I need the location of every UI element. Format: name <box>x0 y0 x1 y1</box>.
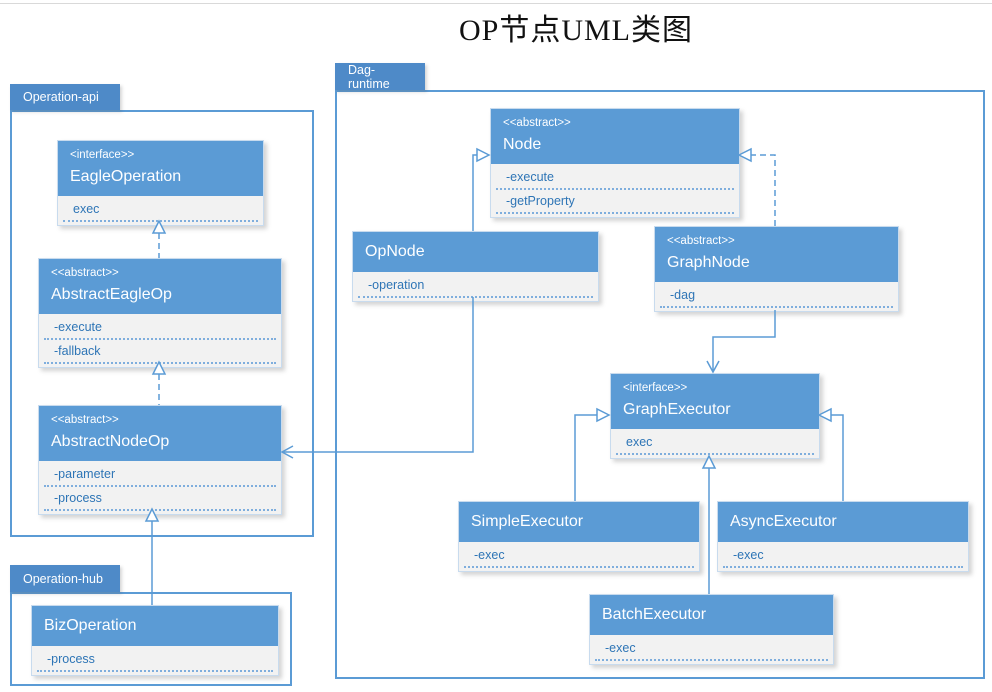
class-abstract-eagle-op[interactable]: <<abstract>> AbstractEagleOp -execute -f… <box>38 258 282 368</box>
class-header: SimpleExecutor <box>459 502 699 542</box>
class-graph-node[interactable]: <<abstract>> GraphNode -dag <box>654 226 899 312</box>
class-name: AsyncExecutor <box>730 513 837 530</box>
class-stereotype: <interface>> <box>623 382 688 394</box>
class-node[interactable]: <<abstract>> Node -execute -getProperty <box>490 108 740 218</box>
top-divider <box>0 3 992 4</box>
class-eagle-operation[interactable]: <interface>> EagleOperation exec <box>57 140 264 226</box>
attribute: -exec <box>464 544 694 568</box>
class-batch-executor[interactable]: BatchExecutor -exec <box>589 594 834 665</box>
class-header: <<abstract>> Node <box>491 109 739 164</box>
class-name: SimpleExecutor <box>471 513 584 530</box>
package-tab-operation-hub[interactable]: Operation-hub <box>10 565 120 592</box>
package-body-operation-hub <box>10 592 292 686</box>
class-stereotype: <<abstract>> <box>503 117 571 129</box>
class-attributes: -parameter -process <box>39 461 281 514</box>
package-label: Operation-api <box>23 90 99 104</box>
package-tab-operation-api[interactable]: Operation-api <box>10 84 120 110</box>
attribute: -exec <box>723 544 963 568</box>
class-header: <<abstract>> AbstractEagleOp <box>39 259 281 314</box>
class-name: AbstractEagleOp <box>51 286 172 303</box>
attribute: -dag <box>660 284 893 308</box>
class-simple-executor[interactable]: SimpleExecutor -exec <box>458 501 700 572</box>
class-attributes: -exec <box>459 542 699 571</box>
class-header: OpNode <box>353 232 598 272</box>
class-name: GraphNode <box>667 254 750 271</box>
package-label: Operation-hub <box>23 571 103 586</box>
class-name: BizOperation <box>44 617 137 634</box>
class-name: Node <box>503 136 542 153</box>
attribute: -parameter <box>44 463 276 487</box>
class-header: <interface>> GraphExecutor <box>611 374 819 429</box>
class-attributes: exec <box>611 429 819 458</box>
package-tab-dag-runtime[interactable]: Dag-runtime <box>335 62 425 91</box>
attribute: -process <box>44 487 276 511</box>
class-attributes: -execute -getProperty <box>491 164 739 217</box>
class-graph-executor[interactable]: <interface>> GraphExecutor exec <box>610 373 820 459</box>
class-attributes: exec <box>58 196 263 225</box>
attribute: -exec <box>595 637 828 661</box>
class-attributes: -operation <box>353 272 598 301</box>
attribute: exec <box>616 431 814 455</box>
class-stereotype: <<abstract>> <box>51 414 119 426</box>
class-name: GraphExecutor <box>623 401 731 418</box>
class-header: <interface>> EagleOperation <box>58 141 263 196</box>
class-name: OpNode <box>365 243 425 260</box>
class-abstract-node-op[interactable]: <<abstract>> AbstractNodeOp -parameter -… <box>38 405 282 515</box>
class-name: EagleOperation <box>70 168 182 185</box>
class-async-executor[interactable]: AsyncExecutor -exec <box>717 501 969 572</box>
class-name: AbstractNodeOp <box>51 433 170 450</box>
attribute: -fallback <box>44 340 276 364</box>
class-header: <<abstract>> AbstractNodeOp <box>39 406 281 461</box>
attribute: -operation <box>358 274 593 298</box>
class-attributes: -dag <box>655 282 898 311</box>
class-stereotype: <interface>> <box>70 149 135 161</box>
attribute: -execute <box>44 316 276 340</box>
attribute: -execute <box>496 166 734 190</box>
attribute: -process <box>37 648 273 672</box>
class-header: BatchExecutor <box>590 595 833 635</box>
class-name: BatchExecutor <box>602 606 707 623</box>
class-header: AsyncExecutor <box>718 502 968 542</box>
class-attributes: -execute -fallback <box>39 314 281 367</box>
class-attributes: -process <box>32 646 278 675</box>
class-attributes: -exec <box>590 635 833 664</box>
class-stereotype: <<abstract>> <box>51 267 119 279</box>
class-biz-operation[interactable]: BizOperation -process <box>31 605 279 676</box>
attribute: exec <box>63 198 258 222</box>
diagram-title: OP节点UML类图 <box>458 14 693 47</box>
class-op-node[interactable]: OpNode -operation <box>352 231 599 302</box>
class-stereotype: <<abstract>> <box>667 235 735 247</box>
class-header: <<abstract>> GraphNode <box>655 227 898 282</box>
attribute: -getProperty <box>496 190 734 214</box>
class-header: BizOperation <box>32 606 278 646</box>
package-label: Dag-runtime <box>348 62 390 91</box>
class-attributes: -exec <box>718 542 968 571</box>
